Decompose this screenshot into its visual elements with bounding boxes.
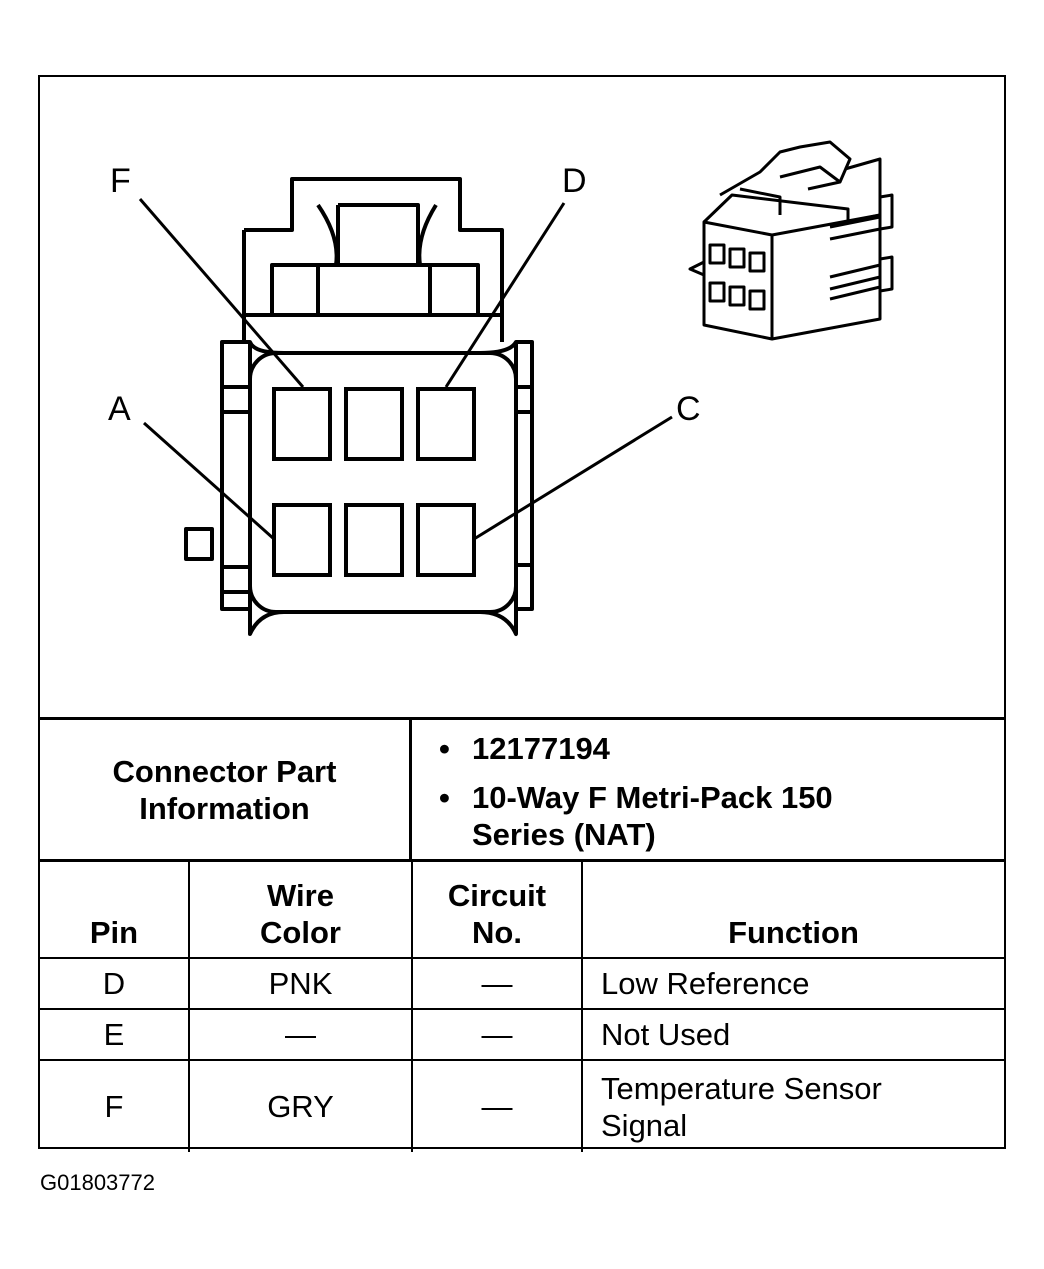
cell-pin: D (40, 957, 190, 1010)
connector-part-info-values: 12177194 10-Way F Metri-Pack 150 Series … (412, 720, 1004, 859)
pinout-table: Pin Wire Color Circuit No. Function D PN… (40, 859, 1004, 1152)
pin-label-c: C (676, 390, 701, 428)
pin-label-a: A (108, 390, 131, 428)
cavity-f (272, 387, 332, 461)
cavity-c (416, 503, 476, 577)
cell-function: Low Reference (581, 957, 1004, 1010)
table-row: D PNK — Low Reference (40, 957, 1004, 1010)
cell-circuit: — (411, 1059, 583, 1152)
part-number: 12177194 (439, 730, 1004, 767)
cell-function: Not Used (581, 1008, 1004, 1061)
cavity-b (344, 503, 404, 577)
figure-id: G01803772 (40, 1170, 155, 1195)
connector-3d-icon (688, 140, 894, 341)
cavity-a (272, 503, 332, 577)
connector-body (220, 340, 534, 636)
connector-part-info-label: Connector Part Information (40, 720, 412, 859)
connector-latch (242, 177, 504, 342)
connector-part-info: Connector Part Information 12177194 10-W… (40, 717, 1004, 859)
header-circuit-no: Circuit No. (411, 859, 583, 959)
header-pin: Pin (40, 859, 190, 959)
header-wire-color: Wire Color (188, 859, 413, 959)
cell-pin: E (40, 1008, 190, 1061)
leader-line-a (143, 421, 275, 541)
cavity-e (344, 387, 404, 461)
cell-wire-color: PNK (188, 957, 413, 1010)
table-row: F GRY — Temperature Sensor Signal (40, 1059, 1004, 1152)
cell-wire-color: GRY (188, 1059, 413, 1152)
pin-label-d: D (562, 162, 587, 200)
cell-wire-color: — (188, 1008, 413, 1061)
pin-label-f: F (110, 162, 131, 200)
header-function: Function (581, 859, 1004, 959)
cell-circuit: — (411, 1008, 583, 1061)
leader-line-c (473, 415, 673, 541)
cavity-d (416, 387, 476, 461)
cell-circuit: — (411, 957, 583, 1010)
cell-function: Temperature Sensor Signal (581, 1059, 1004, 1152)
leader-line-d (444, 202, 566, 388)
connector-face-diagram: F D A C (108, 140, 894, 636)
connector-diagram-frame: F D A C Connector Part In (38, 75, 1006, 1152)
cell-pin: F (40, 1059, 190, 1152)
table-row: E — — Not Used (40, 1008, 1004, 1061)
leader-line-f (138, 198, 305, 388)
connector-series: 10-Way F Metri-Pack 150 Series (NAT) (439, 779, 852, 853)
table-header-row: Pin Wire Color Circuit No. Function (40, 859, 1004, 959)
